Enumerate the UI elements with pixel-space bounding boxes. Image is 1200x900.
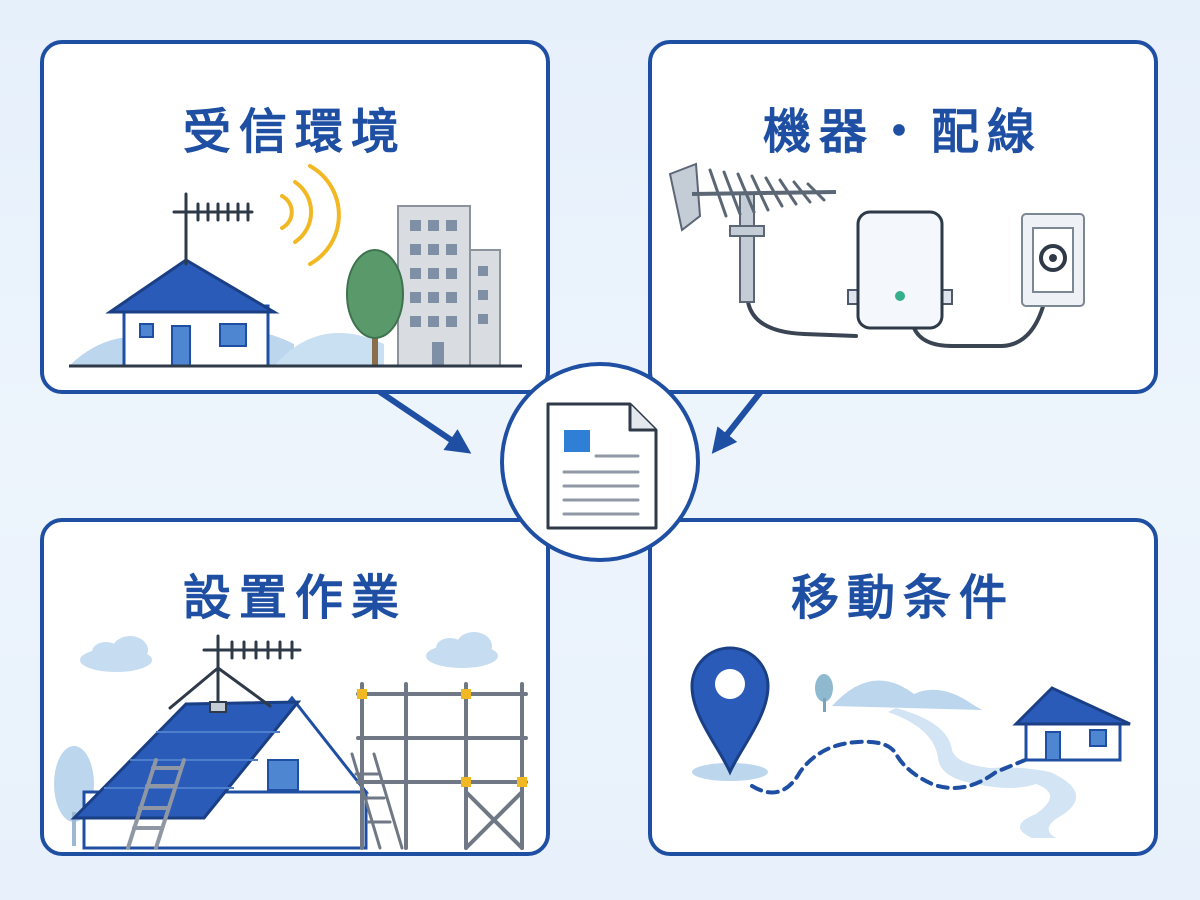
antenna-icon [172, 192, 254, 266]
arrow-reception-to-document [377, 389, 472, 454]
building-icon [397, 205, 501, 367]
panel-travel-conditions: 移動条件 [648, 518, 1158, 856]
wall-outlet-icon [1021, 213, 1085, 307]
hill-shape [274, 333, 384, 366]
scaffolding-icon [350, 682, 528, 850]
panel-equipment-wiring: 機器・配線 [648, 40, 1158, 394]
antenna-icon [168, 634, 302, 713]
panel-installation-work: 設置作業 [40, 518, 550, 856]
reception-illustration [69, 164, 522, 368]
mountain-icon [832, 680, 982, 710]
cloud-icon [426, 632, 498, 668]
tree-icon [346, 249, 404, 366]
panel-title-installation: 設置作業 [182, 570, 407, 626]
panel-title-travel: 移動条件 [790, 570, 1015, 626]
route-icon [750, 739, 1032, 795]
center-document-hub [500, 362, 700, 562]
antenna-icon [668, 162, 837, 303]
panel-title-equipment: 機器・配線 [762, 104, 1043, 160]
document-icon [546, 402, 658, 530]
travel-illustration [690, 646, 1131, 838]
installation-illustration [54, 632, 528, 850]
cloud-icon [80, 636, 152, 672]
house-icon [1012, 686, 1131, 762]
equipment-illustration [668, 162, 1085, 348]
ladder-icon [126, 758, 186, 850]
river-shape [888, 708, 1077, 838]
scaffold-clamp [357, 689, 527, 787]
tree-icon [815, 674, 833, 712]
signal-wave-icon [280, 164, 341, 266]
booster-icon [847, 210, 953, 330]
panel-reception-environment: 受信環境 [40, 40, 550, 394]
panel-title-reception: 受信環境 [182, 104, 407, 160]
cable-icon [746, 300, 858, 338]
location-pin-icon [690, 646, 770, 776]
house-icon [105, 258, 280, 368]
